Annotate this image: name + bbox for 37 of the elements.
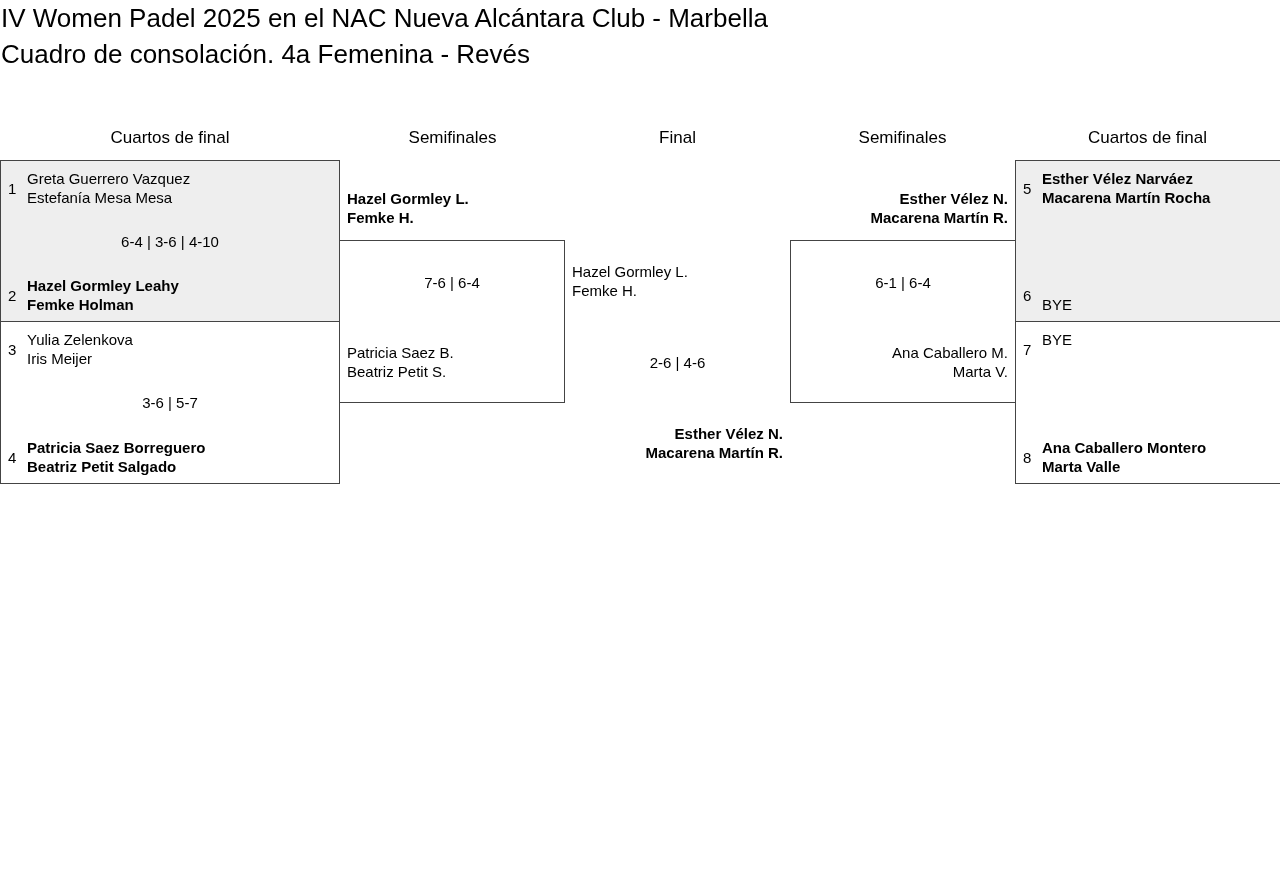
team-names: Esther Vélez Narváez Macarena Martín Rocha xyxy=(1042,169,1212,207)
team-names: BYE xyxy=(1042,330,1073,349)
team-names: Patricia Saez B. Beatriz Petit S. xyxy=(347,343,455,381)
team-names: Esther Vélez N. Macarena Martín R. xyxy=(644,424,783,462)
team-names: Yulia Zelenkova Iris Meijer xyxy=(27,330,134,368)
team-names: Greta Guerrero Vazquez Estefanía Mesa Mesa xyxy=(27,169,192,207)
round-heading: Semifinales xyxy=(857,128,948,148)
round-heading: Final xyxy=(658,128,697,148)
seed-number: 7 xyxy=(1023,340,1032,359)
seed-number: 3 xyxy=(8,340,17,359)
round-heading: Cuartos de final xyxy=(109,128,231,148)
match-box xyxy=(0,160,340,322)
seed-number: 4 xyxy=(8,448,17,467)
team-names: Patricia Saez Borreguero Beatriz Petit Salgado xyxy=(27,438,207,476)
seed-number: 1 xyxy=(8,179,17,198)
team-names: Ana Caballero M. Marta V. xyxy=(891,343,1008,381)
match-score: 3-6 | 5-7 xyxy=(141,393,199,412)
seed-number: 2 xyxy=(8,286,17,305)
match-box xyxy=(0,321,340,484)
team-names: BYE xyxy=(1042,295,1073,314)
round-heading: Cuartos de final xyxy=(1086,128,1209,148)
team-names: Hazel Gormley L. Femke H. xyxy=(347,189,470,227)
title: IV Women Padel 2025 en el NAC Nueva Alcántara Club - Marbella xyxy=(1,2,769,35)
match-score: 6-4 | 3-6 | 4-10 xyxy=(120,232,220,251)
round-heading: Semifinales xyxy=(407,128,498,148)
seed-number: 5 xyxy=(1023,179,1032,198)
seed-number: 8 xyxy=(1023,448,1032,467)
match-score: 2-6 | 4-6 xyxy=(648,353,707,372)
match-score: 7-6 | 6-4 xyxy=(423,273,481,292)
subtitle: Cuadro de consolación. 4a Femenina - Revés xyxy=(1,38,531,71)
match-box xyxy=(1015,160,1280,322)
team-names: Hazel Gormley L. Femke H. xyxy=(572,262,689,300)
team-names: Esther Vélez N. Macarena Martín R. xyxy=(869,189,1008,227)
team-names: Ana Caballero Montero Marta Valle xyxy=(1042,438,1208,476)
team-names: Hazel Gormley Leahy Femke Holman xyxy=(27,276,180,314)
seed-number: 6 xyxy=(1023,286,1032,305)
match-score: 6-1 | 6-4 xyxy=(874,273,932,292)
